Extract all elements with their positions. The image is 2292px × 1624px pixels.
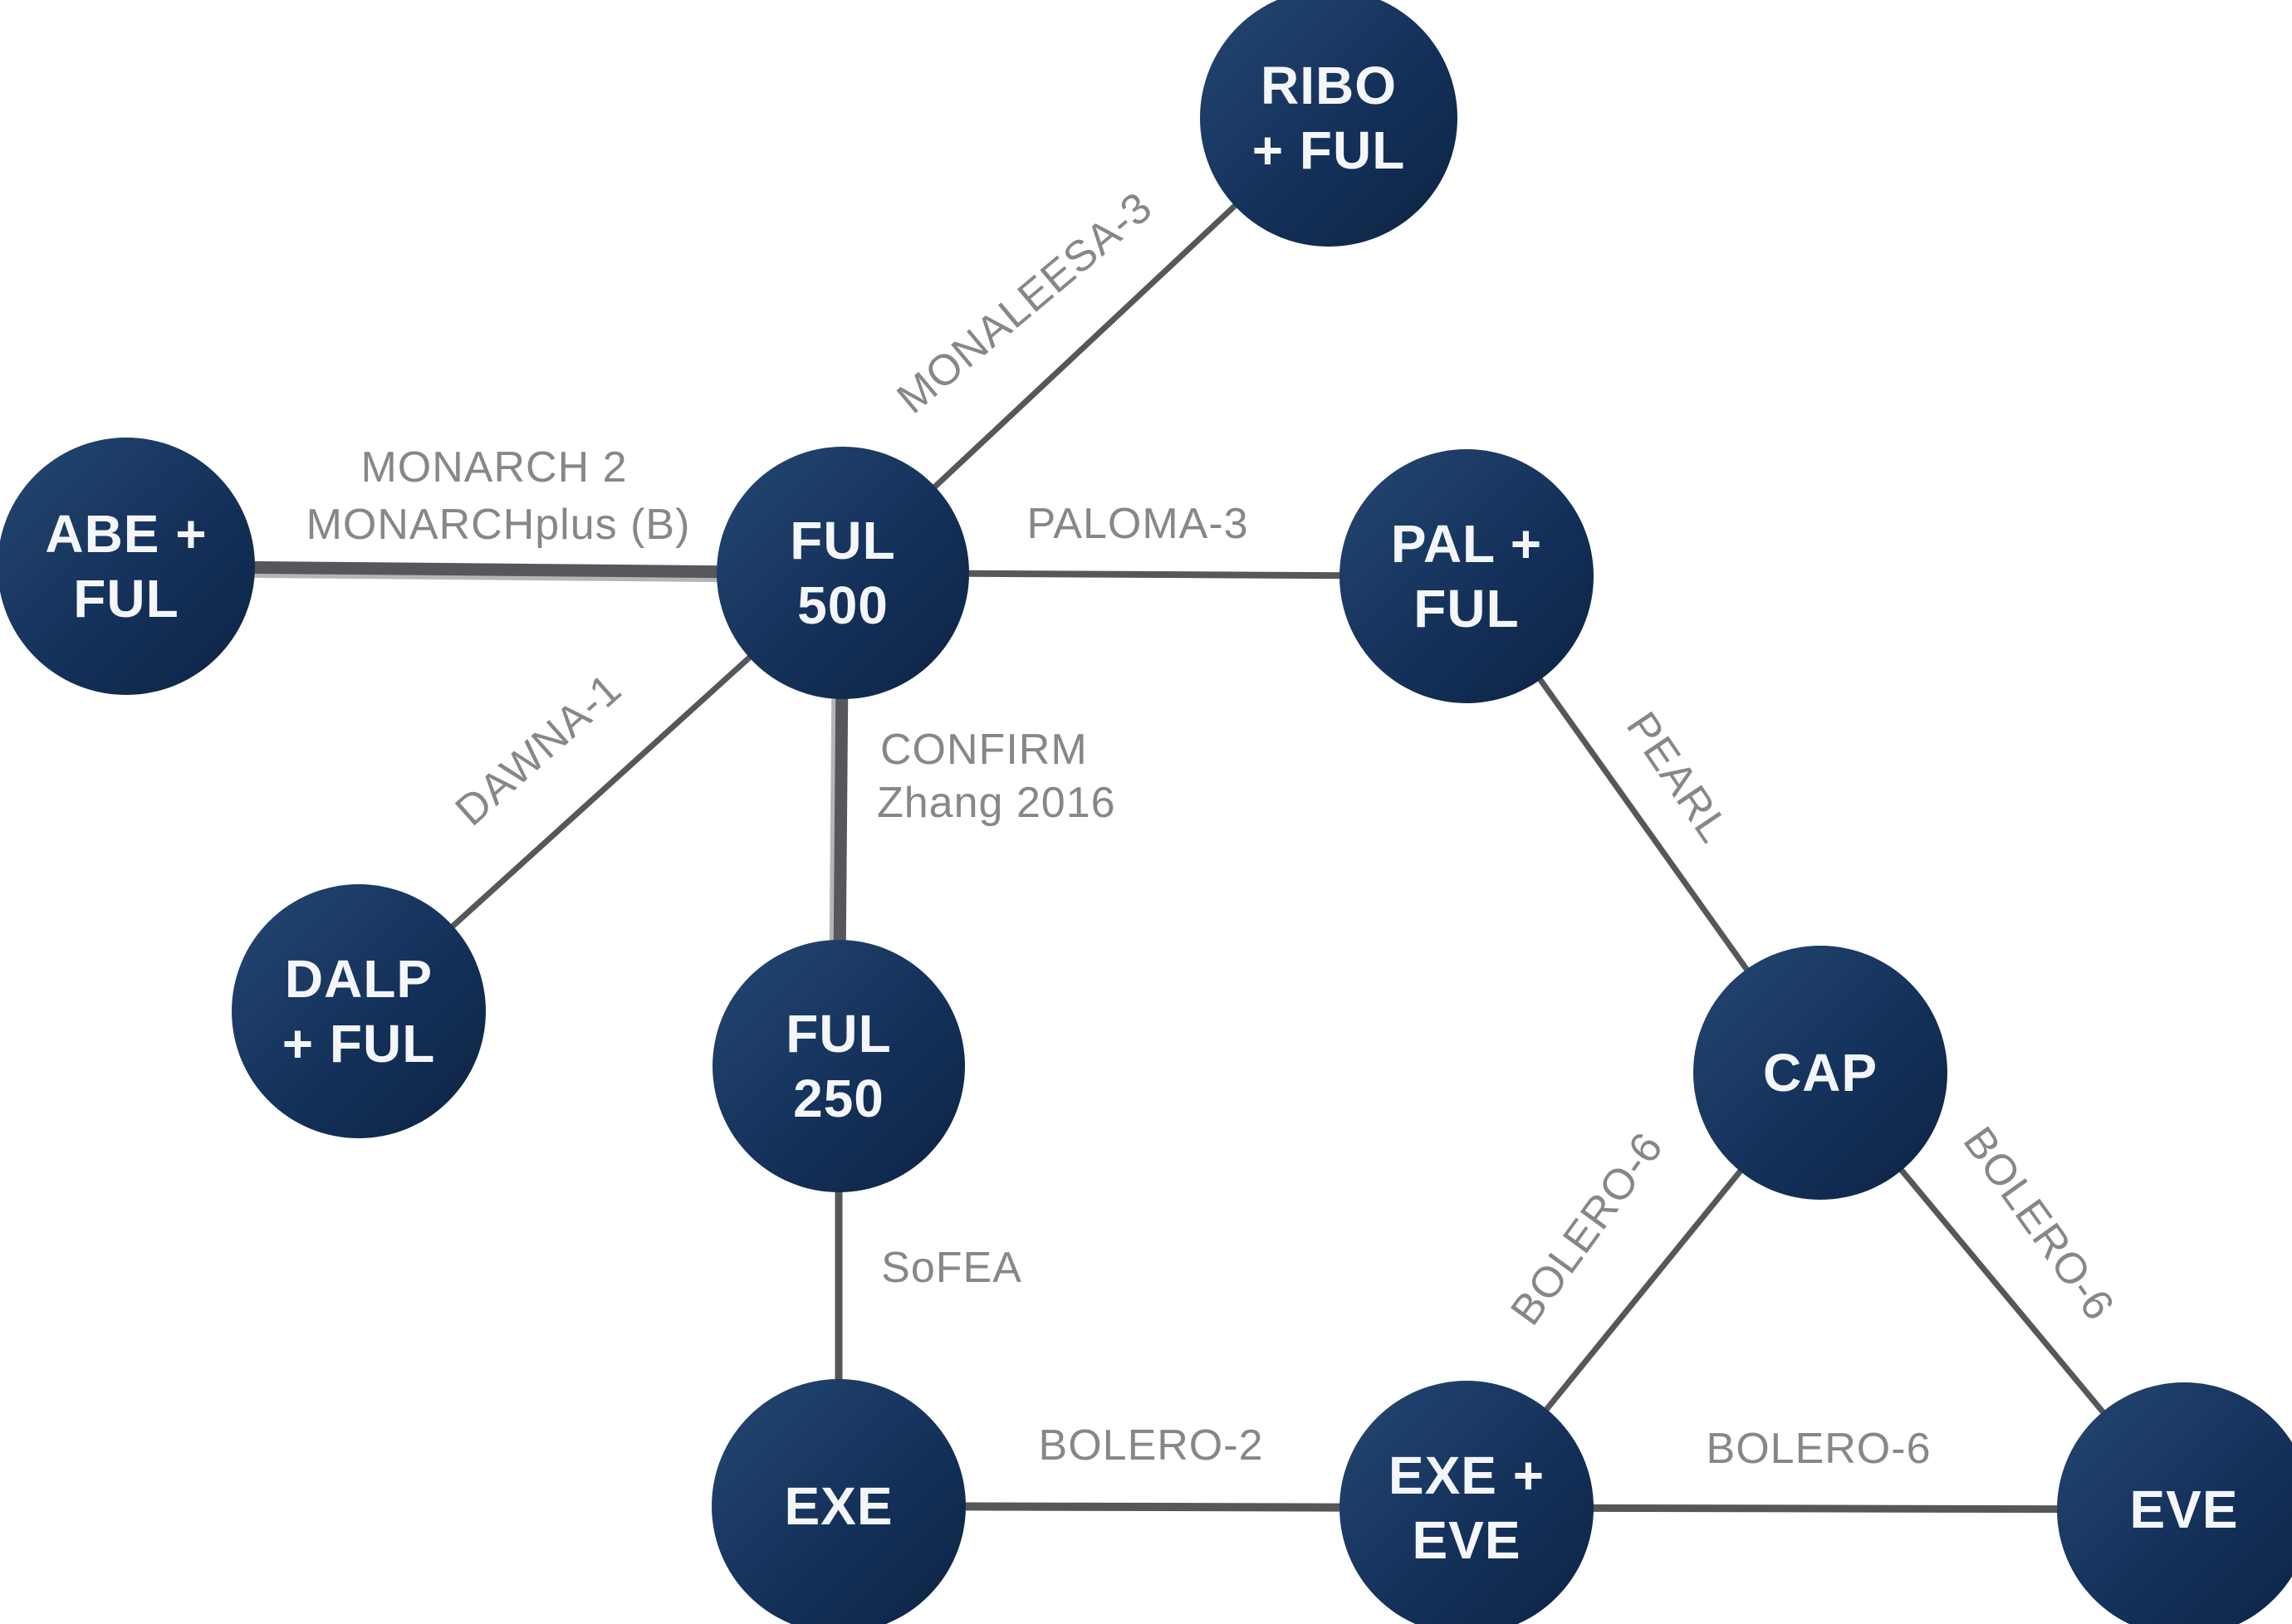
trial-label-confirm: CONFIRM [880, 726, 1088, 774]
node-eve [2057, 1382, 2292, 1624]
node-dalp-ful [232, 884, 486, 1138]
node-label-abe-ful: ABE +FUL [45, 504, 207, 629]
trial-label-bolero-6-exeeve-cap: BOLERO-6 [1501, 1123, 1672, 1333]
node-label-exe-eve: EXE +EVE [1388, 1445, 1545, 1570]
trial-label-monarch-2: MONARCH 2 [360, 443, 627, 492]
trial-label-zhang-2016: Zhang 2016 [877, 779, 1116, 827]
trial-label-dawna-1: DAWNA-1 [447, 664, 631, 835]
node-exe [712, 1379, 966, 1624]
node-ribo-ful [1200, 0, 1457, 247]
node-label-cap: CAP [1763, 1043, 1878, 1103]
node-ful-250 [713, 940, 965, 1192]
trial-label-paloma-3: PALOMA-3 [1026, 500, 1248, 548]
node-label-ribo-ful: RIBO+ FUL [1252, 56, 1406, 180]
node-ful-500 [717, 447, 969, 699]
node-label-pal-ful: PAL +FUL [1391, 514, 1542, 638]
trial-label-pearl: PEARL [1617, 704, 1738, 852]
node-label-eve: EVE [2129, 1480, 2238, 1539]
node-abe-ful [0, 438, 255, 695]
node-label-dalp-ful: DALP+ FUL [282, 949, 436, 1074]
trial-label-sofea: SoFEA [881, 1244, 1022, 1292]
node-label-exe: EXE [784, 1476, 893, 1536]
trial-label-monarchplus-b: MONARCHplus (B) [306, 501, 691, 549]
trial-label-bolero-6-exeeve-eve: BOLERO-6 [1707, 1425, 1932, 1473]
node-cap [1693, 946, 1947, 1200]
node-exe-eve [1339, 1381, 1594, 1624]
trial-label-bolero-6-cap-eve: BOLERO-6 [1954, 1118, 2124, 1329]
trial-label-bolero-2: BOLERO-2 [1039, 1421, 1264, 1470]
trial-label-monaleesa-3: MONALEESA-3 [889, 183, 1162, 423]
node-pal-ful [1339, 449, 1594, 703]
